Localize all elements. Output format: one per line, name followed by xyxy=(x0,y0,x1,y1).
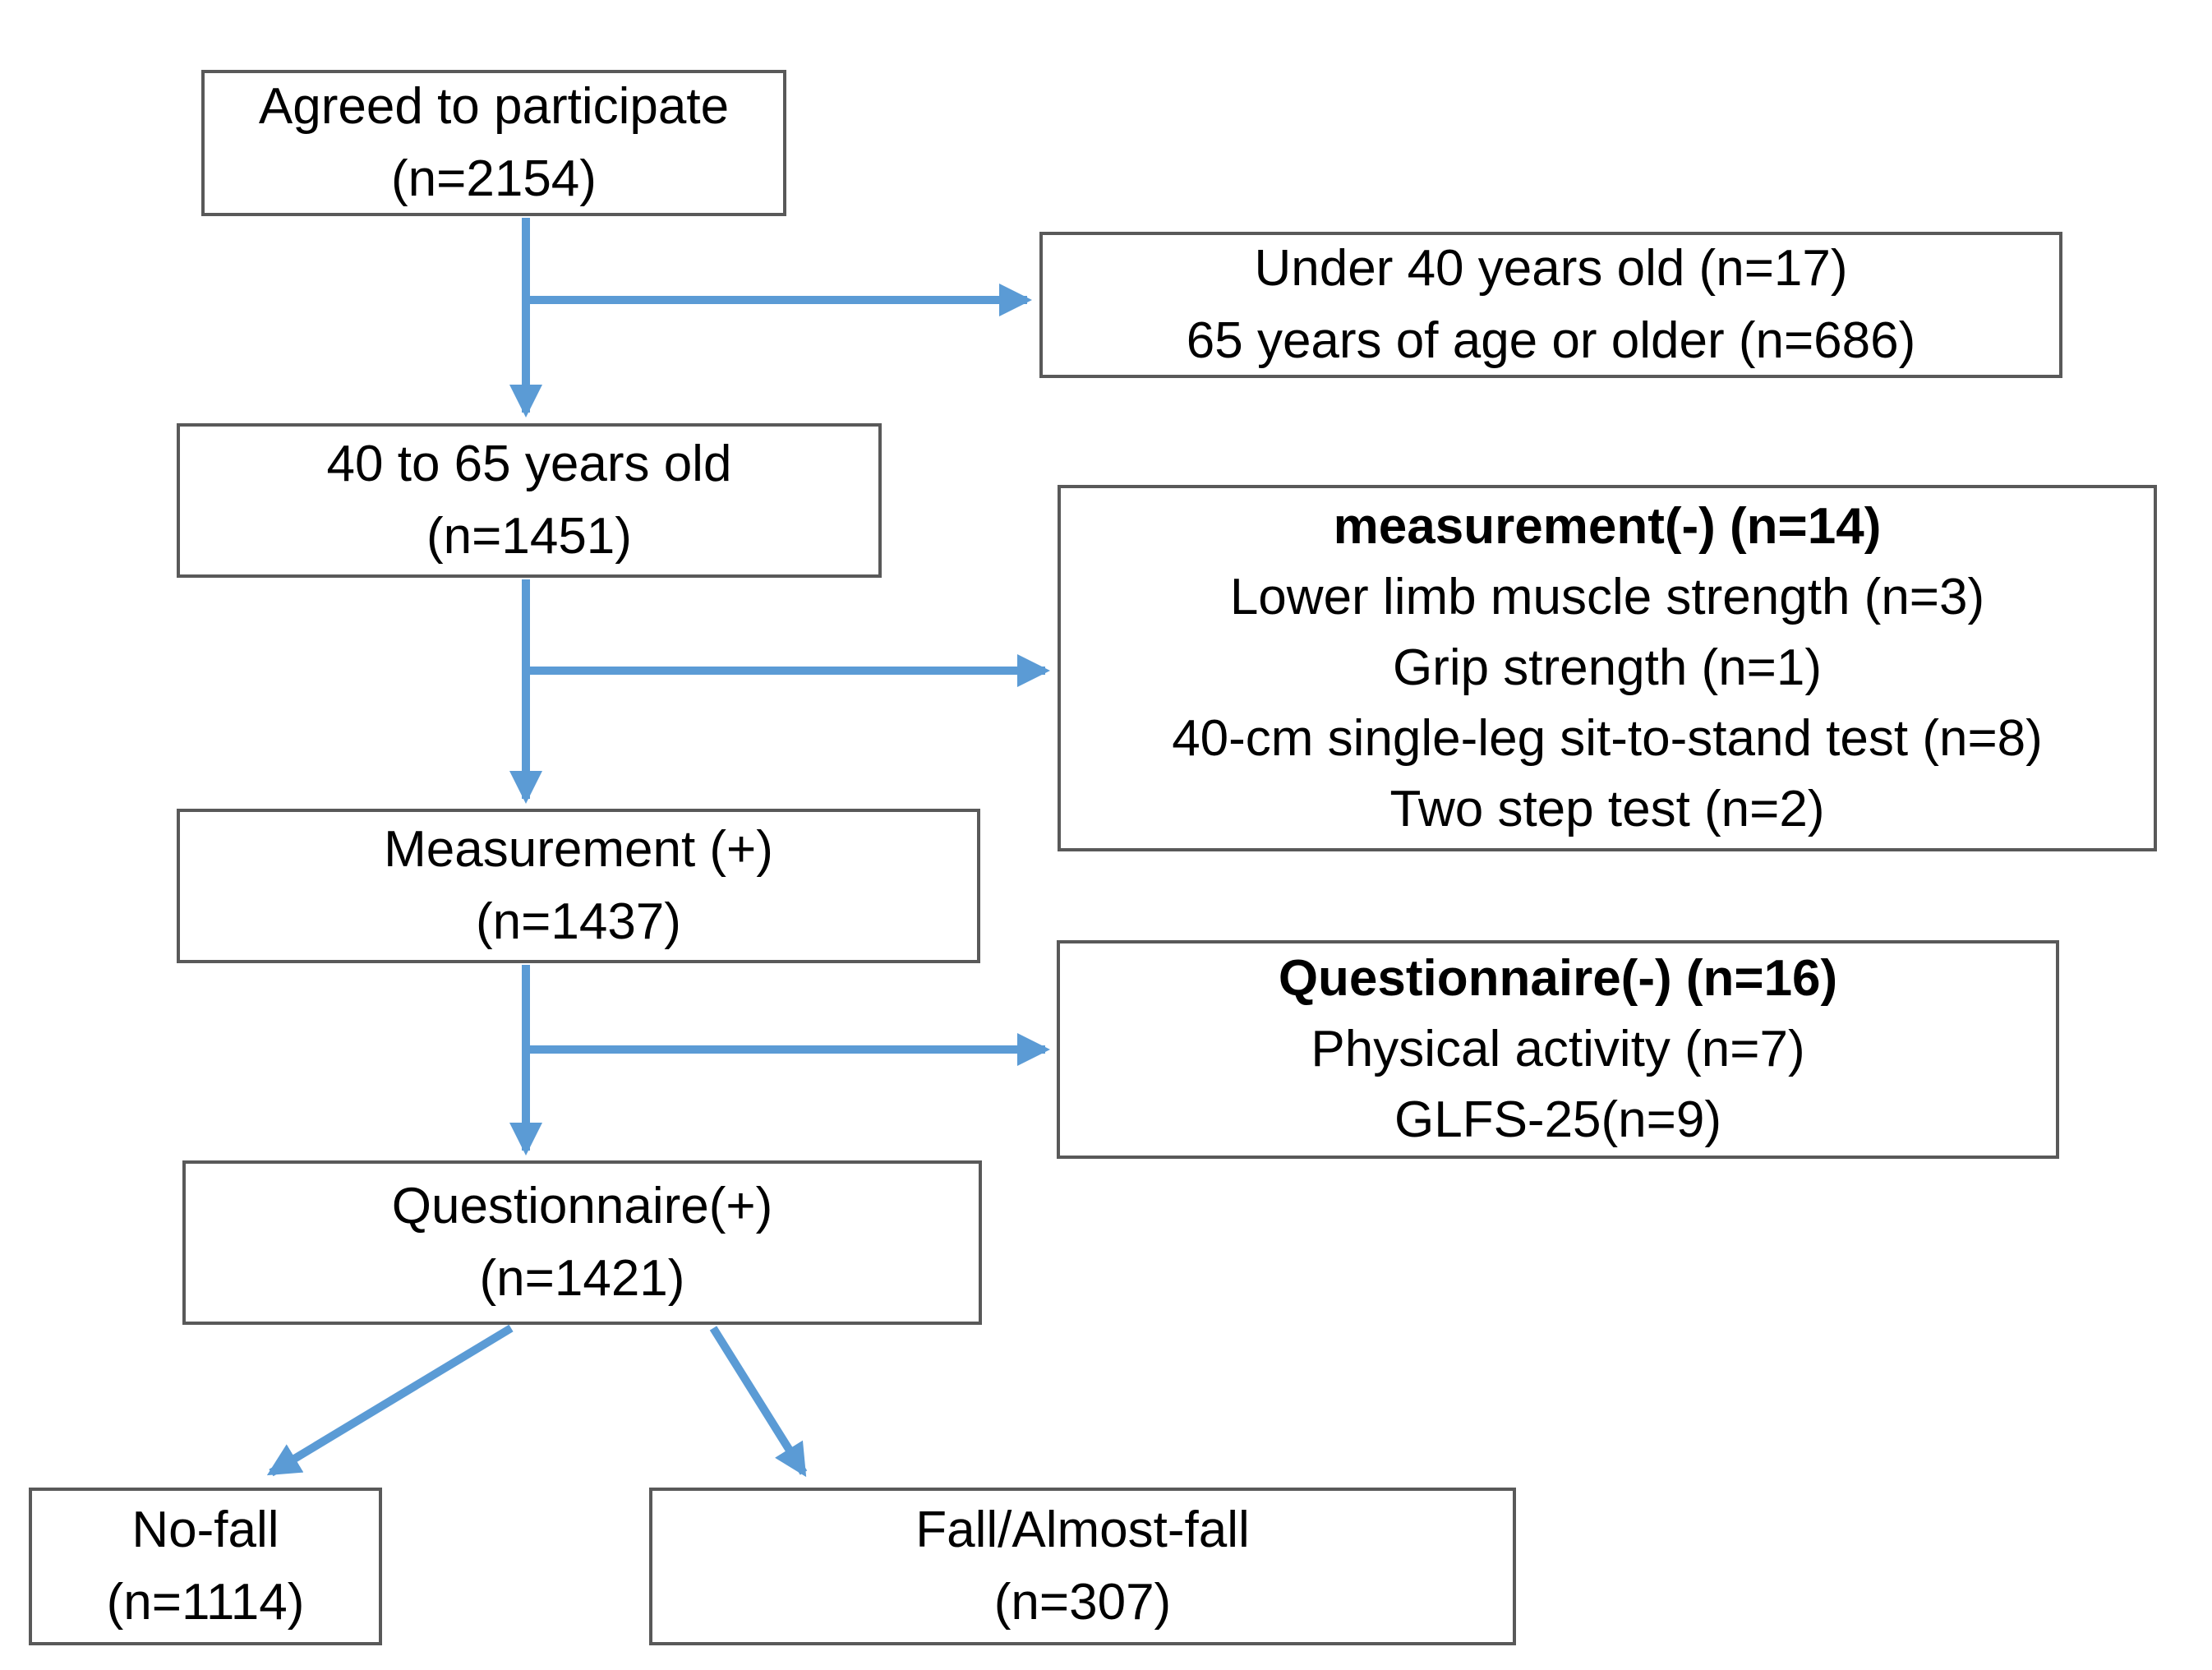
box-line: (n=1451) xyxy=(426,508,632,565)
box-line: GLFS-25(n=9) xyxy=(1394,1091,1721,1148)
box-line: Physical activity (n=7) xyxy=(1311,1021,1805,1077)
box-measurement-positive: Measurement (+) (n=1437) xyxy=(177,809,980,963)
arrow-questionnaire-to-no-fall xyxy=(266,1324,514,1477)
box-line: 65 years of age or older (n=686) xyxy=(1186,312,1916,369)
box-header: measurement(-) (n=14) xyxy=(1333,498,1882,555)
box-questionnaire-positive: Questionnaire(+) (n=1421) xyxy=(182,1160,982,1325)
box-line: Fall/Almost-fall xyxy=(915,1502,1250,1558)
box-agreed-to-participate: Agreed to participate (n=2154) xyxy=(201,70,786,216)
box-line: Questionnaire(+) xyxy=(391,1178,773,1234)
box-line: Lower limb muscle strength (n=3) xyxy=(1229,569,1985,625)
box-line: (n=1114) xyxy=(106,1574,305,1631)
box-line: Agreed to participate xyxy=(258,78,730,135)
box-40-to-65-years-old: 40 to 65 years old (n=1451) xyxy=(177,423,882,578)
box-line: (n=1421) xyxy=(479,1250,685,1307)
box-line: 40-cm single-leg sit-to-stand test (n=8) xyxy=(1172,710,2043,767)
arrow-questionnaire-to-fall xyxy=(709,1326,808,1478)
box-line: Under 40 years old (n=17) xyxy=(1254,240,1848,297)
box-line: No-fall xyxy=(131,1502,279,1558)
box-line: (n=307) xyxy=(993,1574,1172,1631)
box-line: 40 to 65 years old xyxy=(326,436,732,492)
box-line: Measurement (+) xyxy=(384,821,773,878)
box-line: Grip strength (n=1) xyxy=(1392,639,1823,696)
box-excluded-age: Under 40 years old (n=17) 65 years of ag… xyxy=(1039,232,2062,378)
box-measurement-excluded: measurement(-) (n=14) Lower limb muscle … xyxy=(1058,485,2157,851)
box-header: Questionnaire(-) (n=16) xyxy=(1278,950,1838,1007)
box-line: (n=2154) xyxy=(391,150,597,207)
box-line: (n=1437) xyxy=(476,893,681,950)
box-no-fall: No-fall (n=1114) xyxy=(29,1488,382,1645)
box-line: Two step test (n=2) xyxy=(1389,781,1825,837)
box-questionnaire-excluded: Questionnaire(-) (n=16) Physical activit… xyxy=(1057,940,2059,1159)
box-fall-almost-fall: Fall/Almost-fall (n=307) xyxy=(649,1488,1516,1645)
